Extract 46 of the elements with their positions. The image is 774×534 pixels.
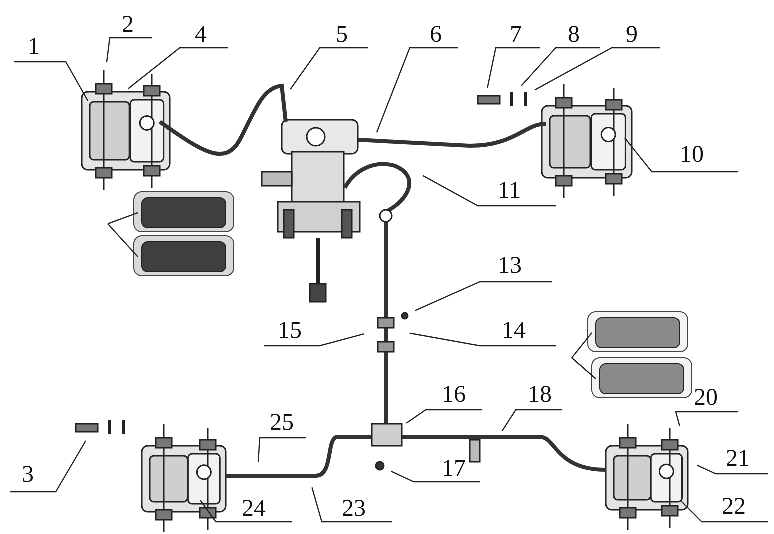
callout-number: 3: [20, 462, 36, 488]
leader-line: [14, 61, 89, 102]
leader-line: [258, 437, 306, 462]
leader-line: [200, 500, 292, 523]
callout-number: 21: [724, 446, 752, 472]
callout-number: 11: [496, 178, 524, 204]
callout-number: 8: [566, 22, 582, 48]
leader-line: [376, 47, 458, 133]
leader-line: [106, 37, 152, 62]
leader-line: [290, 47, 368, 90]
leader-line: [128, 47, 228, 90]
callout-number: 25: [268, 410, 296, 436]
leader-line: [415, 281, 552, 312]
callout-number: 17: [440, 456, 468, 482]
callout-number: 5: [334, 22, 350, 48]
leader-line: [534, 47, 660, 91]
leader-line: [487, 47, 540, 88]
leader-line: [502, 409, 562, 432]
leader-line: [10, 440, 87, 493]
callout-number: 15: [276, 318, 304, 344]
leader-line: [406, 409, 482, 424]
leader-line: [312, 488, 392, 523]
callout-number: 1: [26, 34, 42, 60]
leader-line: [410, 332, 556, 347]
leader-line: [264, 334, 364, 347]
callout-number: 9: [624, 22, 640, 48]
leader-line: [675, 411, 738, 426]
callout-number: 18: [526, 382, 554, 408]
callout-number: 2: [120, 12, 136, 38]
callout-number: 22: [720, 494, 748, 520]
callout-number: 13: [496, 253, 524, 279]
callout-number: 20: [692, 385, 720, 411]
callout-number: 6: [428, 22, 444, 48]
leader-line: [390, 470, 480, 483]
callout-number: 14: [500, 318, 528, 344]
callout-number: 23: [340, 496, 368, 522]
leader-line: [520, 47, 600, 86]
callout-number: 4: [193, 22, 209, 48]
leader-line: [624, 138, 738, 173]
callout-number: 16: [440, 382, 468, 408]
callout-number: 10: [678, 142, 706, 168]
leader-line: [681, 501, 768, 523]
callout-number: 7: [508, 22, 524, 48]
leader-line: [422, 175, 556, 207]
leader-line: [697, 464, 768, 475]
callout-number: 24: [240, 496, 268, 522]
